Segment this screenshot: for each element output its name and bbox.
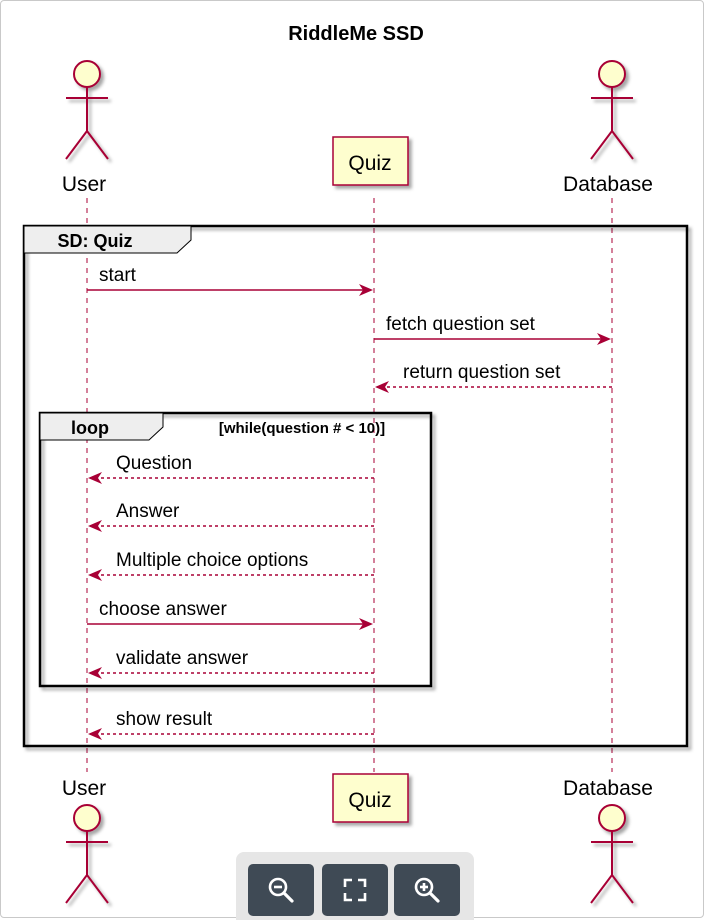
message-label: Question [116,453,192,474]
participant-database-label-top: Database [563,173,653,196]
loop-condition: [while(question # < 10)] [219,420,385,437]
actor-head [598,60,626,88]
sd-frame [22,224,689,748]
message-5: Multiple choice options [88,550,374,581]
message-arrowhead [359,618,373,630]
message-arrowhead [88,569,102,581]
message-label: validate answer [116,648,249,669]
actor-body [65,831,109,904]
participant-user-label-top: User [62,173,106,196]
message-arrowhead [375,381,389,393]
messages-group: start fetch question set return question s… [87,265,612,740]
participant-user-label-bottom: User [62,777,106,800]
actor-user-bottom [65,804,109,904]
actor-user-top [65,60,109,160]
message-4: Answer [88,501,374,532]
actor-body [65,87,109,160]
message-label: fetch question set [386,314,536,335]
participant-database-label-bottom: Database [563,777,653,800]
message-label: show result [116,709,213,730]
zoom-out-icon [268,877,294,903]
participant-quiz-label-bottom: Quiz [348,789,391,812]
actor-head [73,60,101,88]
message-0: start [87,265,373,296]
actor-body [590,831,634,904]
fit-screen-button[interactable] [322,864,388,916]
participant-quiz-bottom [332,773,409,823]
message-7: validate answer [88,648,374,679]
loop-frame [38,411,433,688]
message-6: choose answer [87,599,373,630]
zoom-toolbar [236,852,474,920]
actor-body [590,87,634,160]
sd-frame-label: SD: Quiz [58,231,133,251]
message-8: show result [88,709,374,740]
message-arrowhead [88,520,102,532]
actor-head [598,804,626,832]
message-arrowhead [88,472,102,484]
message-arrowhead [88,667,102,679]
loop-frame-label: loop [71,418,109,438]
loop-frame-tab [39,412,164,441]
message-arrowhead [88,728,102,740]
message-arrowhead [597,333,611,345]
zoom-out-button[interactable] [248,864,314,916]
sd-frame-tab [23,225,192,254]
actor-database-bottom [590,804,634,904]
message-1: fetch question set [374,314,611,345]
message-label: return question set [403,362,561,383]
zoom-in-icon [414,877,440,903]
actor-database-top [590,60,634,160]
message-label: choose answer [99,599,227,620]
message-label: start [99,265,137,286]
zoom-in-button[interactable] [394,864,460,916]
diagram-title: RiddleMe SSD [288,23,424,45]
participant-quiz-label-top: Quiz [348,152,391,175]
actor-head [73,804,101,832]
fit-screen-icon [343,878,367,902]
participant-quiz-top [332,136,409,186]
message-arrowhead [359,284,373,296]
message-3: Question [88,453,374,484]
message-label: Answer [116,501,180,522]
message-label: Multiple choice options [116,550,308,571]
message-2: return question set [375,362,612,393]
